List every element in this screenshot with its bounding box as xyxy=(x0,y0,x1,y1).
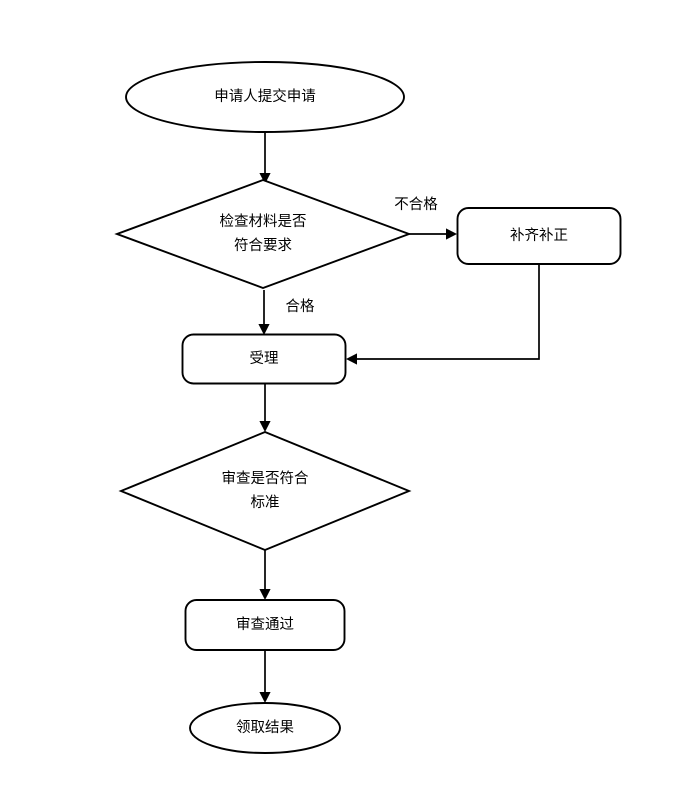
node-label-line: 申请人提交申请 xyxy=(214,87,316,105)
node-review_standard[interactable]: 审查是否符合标准 xyxy=(118,430,412,552)
arrowhead-icon xyxy=(259,692,271,703)
node-accept[interactable]: 受理 xyxy=(181,333,347,385)
rounded-rect-shape xyxy=(456,207,622,265)
edge-e_check_supplement xyxy=(409,228,457,240)
node-label-line: 符合要求 xyxy=(234,237,292,254)
edge-e_start_check xyxy=(259,132,271,184)
edge-label-e_check_accept: 合格 xyxy=(286,298,315,315)
node-label: 受理 xyxy=(250,350,279,367)
arrowhead-icon xyxy=(259,173,271,184)
node-label: 补齐补正 xyxy=(510,227,568,244)
edges-layer xyxy=(258,132,540,703)
edge-e_check_accept xyxy=(258,290,270,335)
edge-label-e_check_supplement: 不合格 xyxy=(394,196,438,213)
node-label-line: 标准 xyxy=(251,494,280,511)
edge-e_review_passed xyxy=(259,550,271,600)
node-start[interactable]: 申请人提交申请 xyxy=(125,61,405,133)
rounded-rect-shape xyxy=(184,599,346,651)
node-collect_result[interactable]: 领取结果 xyxy=(189,702,341,754)
arrowhead-icon xyxy=(259,421,271,432)
ellipse-shape xyxy=(125,61,405,133)
node-label-line: 检查材料是否 xyxy=(220,213,307,230)
node-label: 审查是否符合标准 xyxy=(222,470,309,511)
edge-line xyxy=(351,264,540,360)
node-label: 申请人提交申请 xyxy=(214,87,316,105)
rounded-rect-shape xyxy=(181,333,347,385)
ellipse-shape xyxy=(189,702,341,754)
node-label: 审查通过 xyxy=(236,616,294,633)
node-label-line: 受理 xyxy=(250,350,279,367)
arrowhead-icon xyxy=(258,324,270,335)
arrowhead-icon xyxy=(346,353,357,365)
edge-e_supplement_accept xyxy=(346,264,540,365)
node-label-line: 领取结果 xyxy=(236,719,294,736)
node-label: 检查材料是否符合要求 xyxy=(220,213,307,254)
node-check_materials[interactable]: 检查材料是否符合要求 xyxy=(114,178,412,290)
node-label-line: 补齐补正 xyxy=(510,227,568,244)
edge-e_passed_collect xyxy=(259,650,271,703)
arrowhead-icon xyxy=(259,589,271,600)
edge-e_accept_review xyxy=(259,384,271,432)
node-label-line: 审查是否符合 xyxy=(222,470,309,487)
diamond-shape xyxy=(118,430,412,552)
diamond-shape xyxy=(114,178,412,290)
node-label-line: 审查通过 xyxy=(236,616,294,633)
node-review_passed[interactable]: 审查通过 xyxy=(184,599,346,651)
arrowhead-icon xyxy=(446,228,457,240)
node-supplement[interactable]: 补齐补正 xyxy=(456,207,622,265)
node-label: 领取结果 xyxy=(236,719,294,736)
